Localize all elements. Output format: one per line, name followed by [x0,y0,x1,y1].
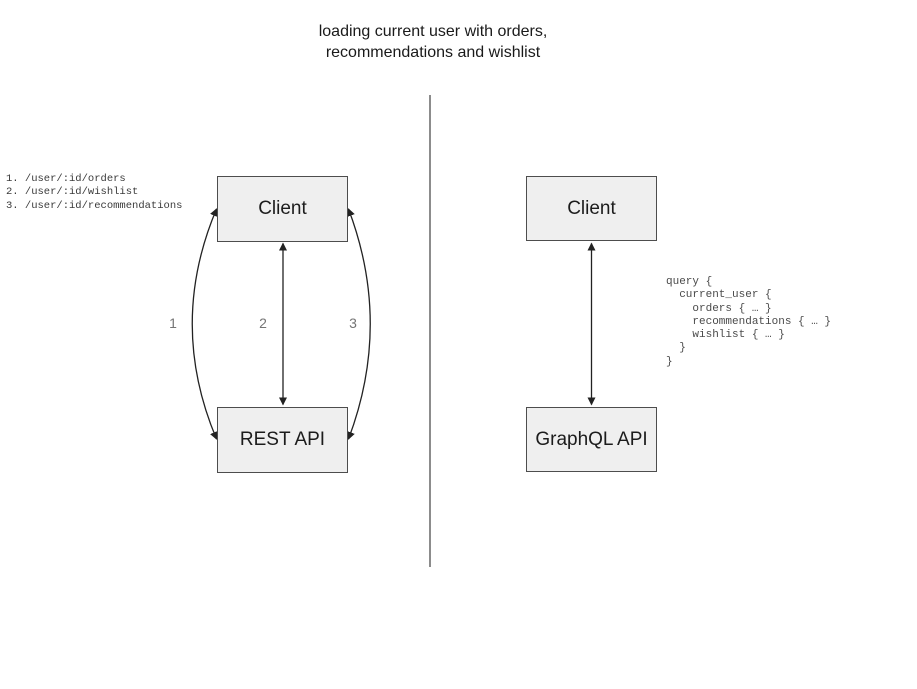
graphql-client-box: Client [526,176,657,241]
rest-client-box: Client [217,176,348,242]
query-line-5: wishlist { … } [666,329,785,342]
diagram-title-line-1: loading current user with orders, [318,23,548,40]
rest-arrow-label-1: 1 [169,315,177,331]
query-line-3: orders { … } [666,302,772,315]
diagram-title-line-2: recommendations and wishlist [325,44,541,61]
rest-api-box-label: REST API [239,429,326,450]
rest-endpoint-3: 3. /user/:id/recommendations [6,199,183,212]
rest-endpoint-2: 2. /user/:id/wishlist [6,186,139,199]
rest-endpoints-list: 1. /user/:id/orders 2. /user/:id/wishlis… [6,173,182,213]
rest-client-box-label: Client [258,198,307,219]
rest-arrow-label-3: 3 [349,315,357,331]
query-line-7: } [666,355,673,368]
rest-arrow-3-curve [347,208,371,440]
rest-arrow-1-curve [191,208,218,440]
graphql-api-box-label: GraphQL API [535,428,648,450]
query-line-4: recommendations { … } [666,315,832,328]
query-line-1: query { [666,276,713,288]
query-line-6: } [666,342,686,355]
rest-endpoint-1: 1. /user/:id/orders [6,173,126,185]
graphql-api-box: GraphQL API [526,407,657,472]
graphql-client-box-label: Client [567,197,616,219]
query-line-2: current_user { [666,289,772,302]
diagram-title: loading current user with orders, recomm… [216,21,650,63]
rest-arrow-label-2: 2 [259,315,267,331]
graphql-query-snippet: query { current_user { orders { … } reco… [666,276,831,369]
rest-api-box: REST API [217,407,348,473]
